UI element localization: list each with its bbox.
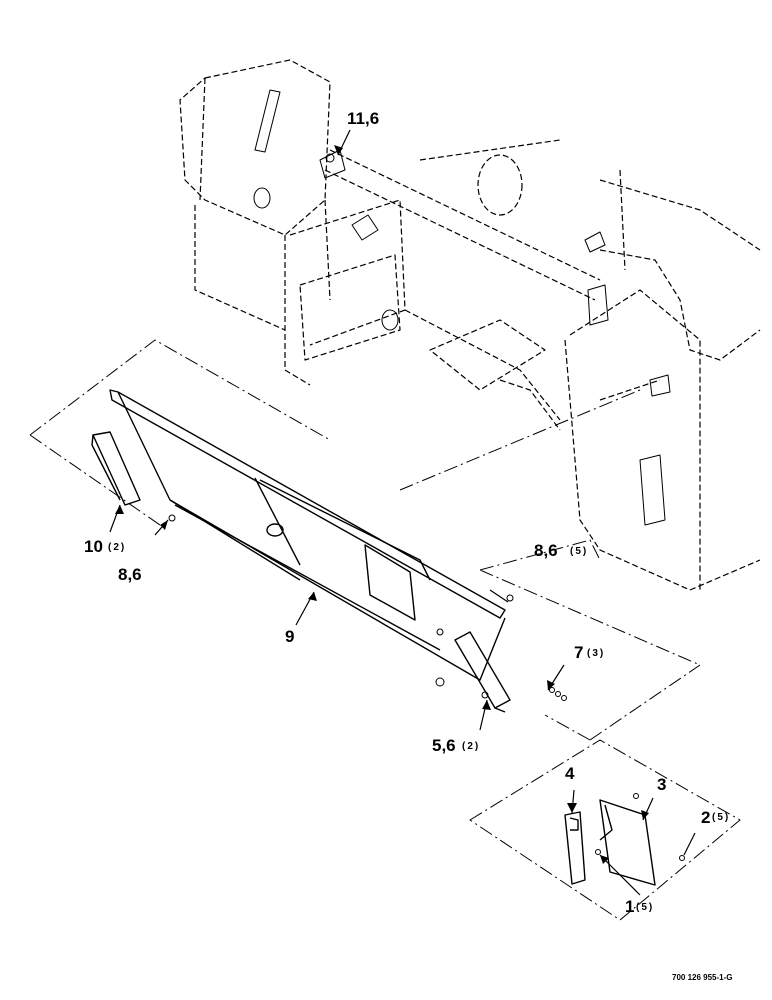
svg-text:(3): (3)	[587, 648, 605, 659]
svg-text:8,6: 8,6	[118, 565, 142, 584]
callout-2: 2 (5)	[701, 808, 730, 827]
frame-hardware	[253, 89, 671, 526]
svg-text:1: 1	[625, 897, 634, 916]
callout-3: 3	[657, 775, 666, 794]
svg-text:7: 7	[574, 643, 583, 662]
callout-5-6: 5,6 (2)	[432, 736, 480, 755]
leader-lines	[109, 129, 696, 896]
svg-text:8,6: 8,6	[534, 541, 558, 560]
callout-8-6-right: 8,6 (5)	[534, 541, 588, 560]
svg-text:(5): (5)	[712, 812, 730, 823]
callout-8-6-left: 8,6	[118, 565, 142, 584]
assembly-outline-small	[469, 739, 741, 921]
drawing-number: 700 126 955-1-G	[672, 973, 733, 982]
svg-text:(5): (5)	[570, 546, 588, 557]
callout-11-6: 11,6	[347, 109, 379, 128]
svg-text:2: 2	[701, 808, 710, 827]
arrowheads	[115, 145, 649, 864]
svg-text:(5): (5)	[636, 902, 654, 913]
fasteners	[168, 153, 685, 861]
callout-9: 9	[285, 627, 294, 646]
svg-text:(2): (2)	[108, 542, 126, 553]
svg-text:(2): (2)	[462, 741, 480, 752]
callout-7: 7 (3)	[574, 643, 605, 662]
callout-1: 1 (5)	[625, 897, 654, 916]
callout-4: 4	[565, 764, 575, 783]
assembly-outline	[29, 339, 701, 741]
part-3-plate	[599, 799, 656, 886]
frame-housing	[179, 59, 761, 591]
svg-text:3: 3	[657, 775, 666, 794]
svg-text:10: 10	[84, 537, 103, 556]
callout-10: 10 (2)	[84, 537, 126, 556]
svg-text:4: 4	[565, 764, 575, 783]
shield-panel	[91, 389, 511, 713]
svg-text:11,6: 11,6	[347, 109, 379, 128]
part-4-strap	[564, 811, 586, 885]
svg-text:5,6: 5,6	[432, 736, 456, 755]
svg-text:9: 9	[285, 627, 294, 646]
